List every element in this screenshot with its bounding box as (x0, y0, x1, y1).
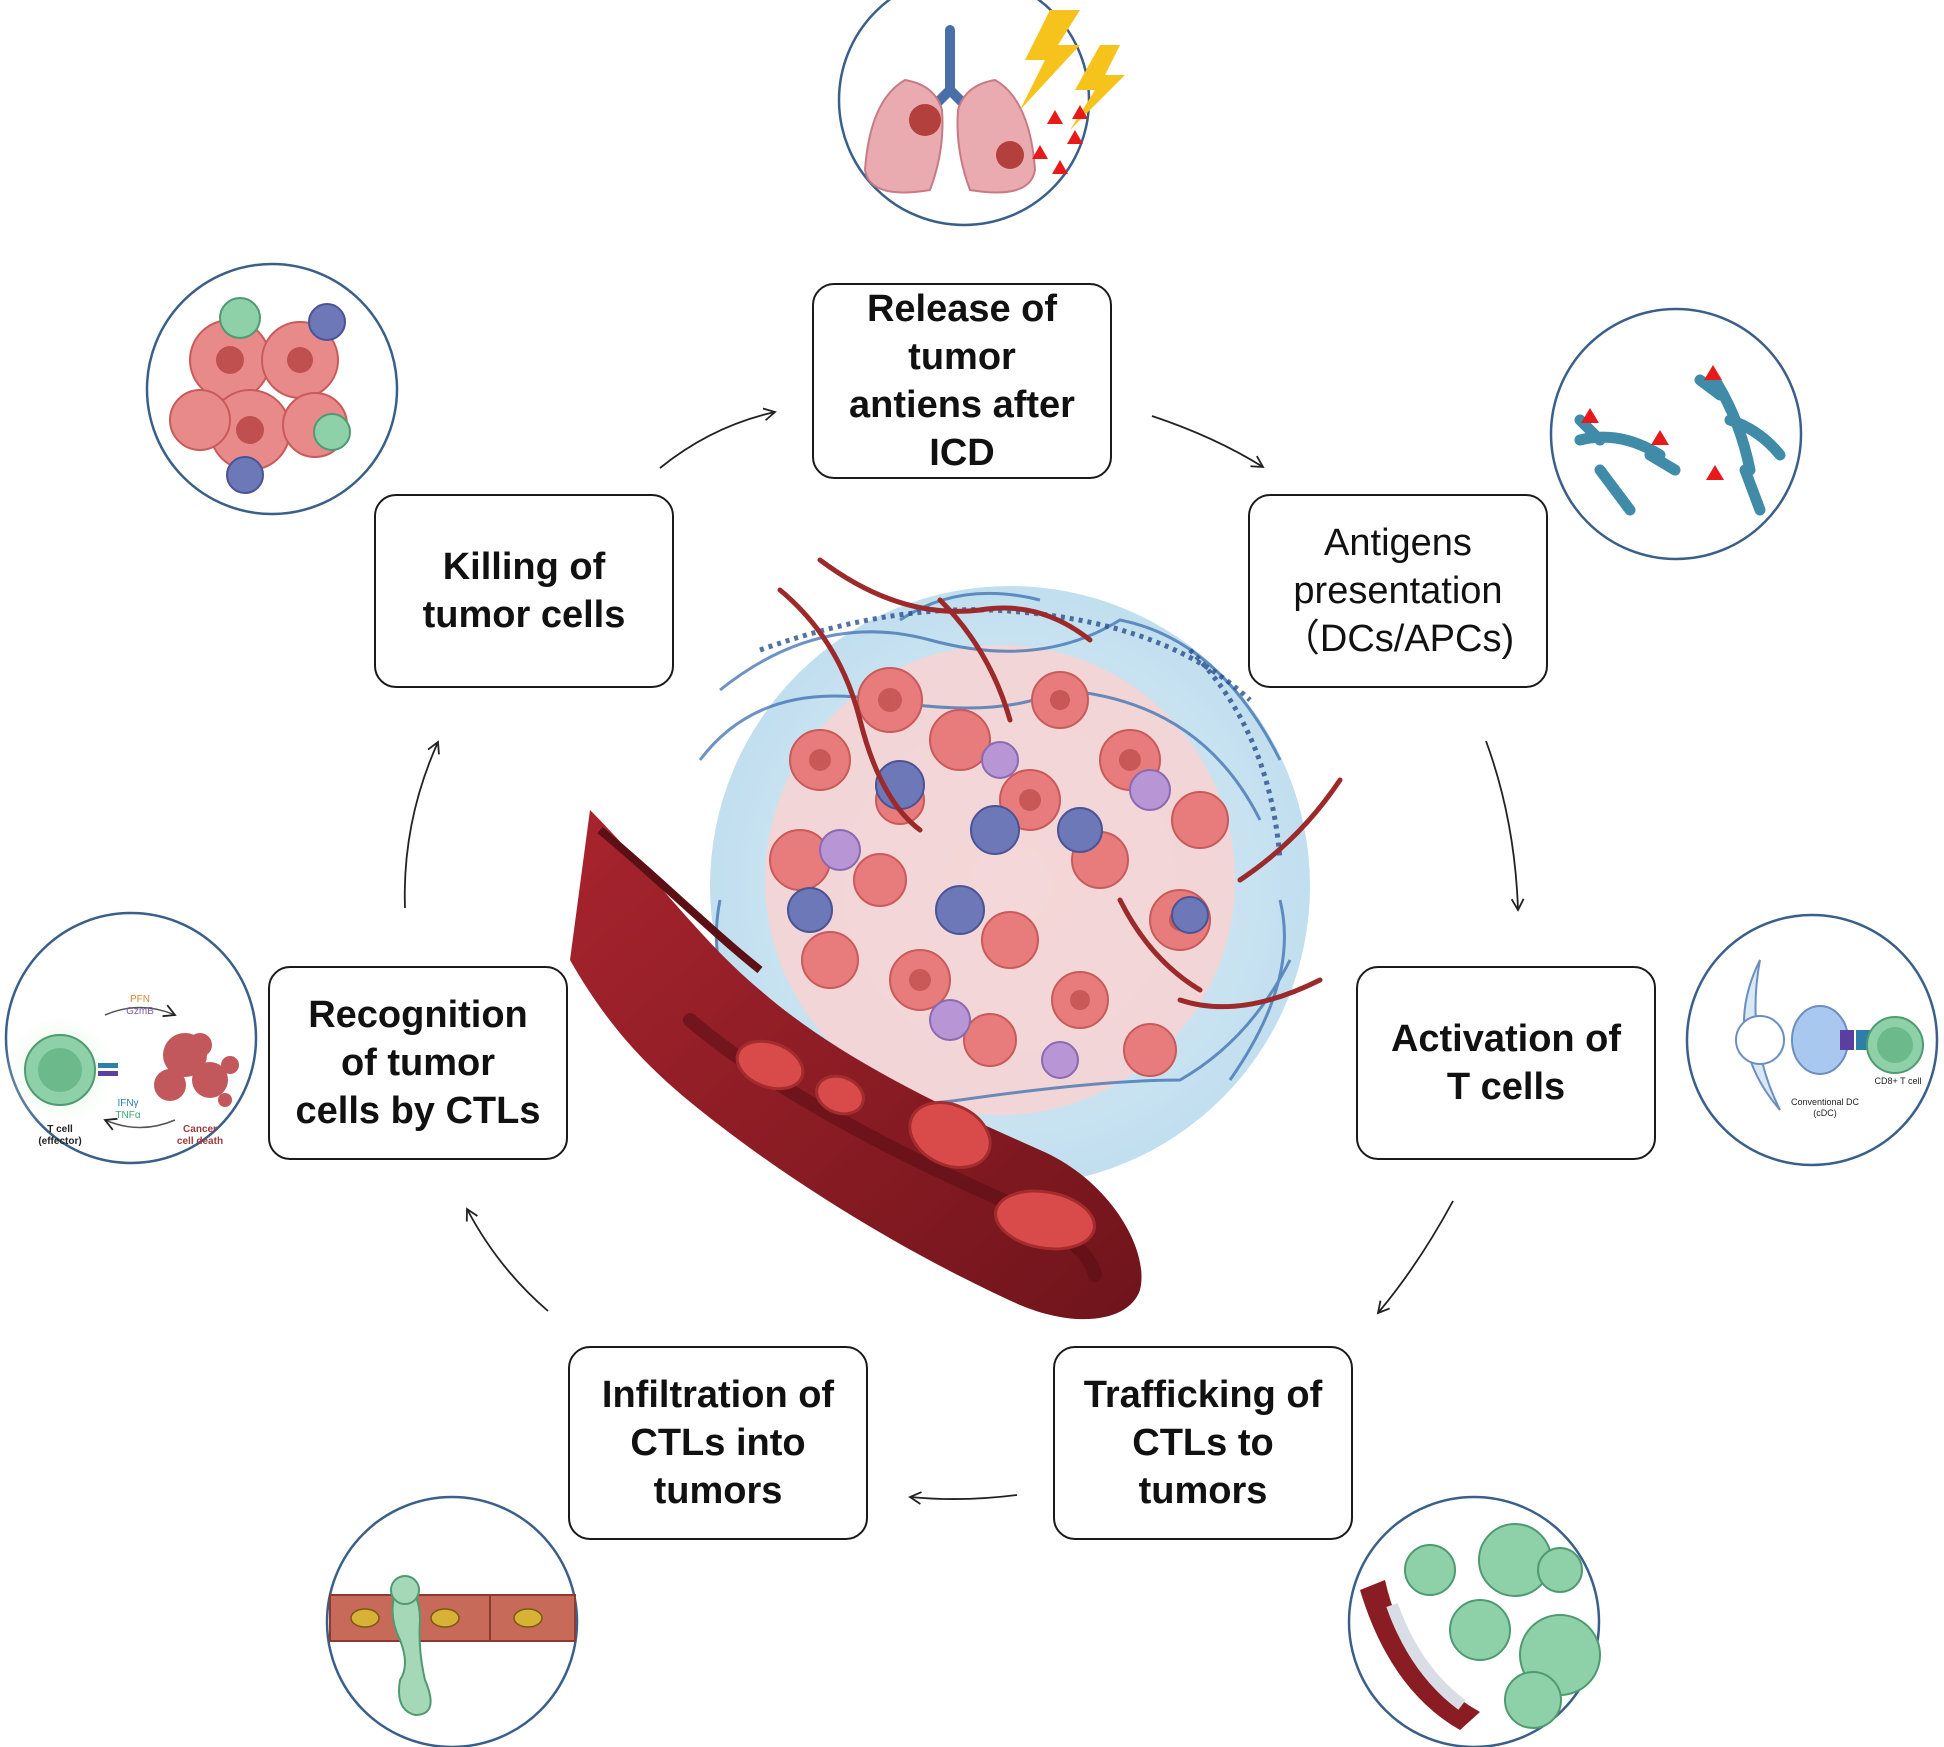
tcell-label: CD8+ T cell (1875, 1076, 1922, 1086)
step-trafficking-line2: CTLs to (1132, 1422, 1274, 1464)
step-release-line1: Release of (866, 288, 1058, 330)
mediator-gzmb: GzmB (126, 1006, 154, 1017)
step-killing-box: Killing of tumor cells (374, 494, 674, 688)
arrow-trafficking-to-infiltration (908, 1491, 1018, 1505)
step-recognition-line1: Recognition (308, 994, 528, 1036)
death-label-line1: Cancer (183, 1124, 217, 1135)
step-trafficking-line3: tumors (1138, 1470, 1268, 1512)
dendritic-cell-icon (1549, 307, 1803, 561)
arrow-activation-to-trafficking (1376, 1200, 1454, 1315)
step-release-line2: tumor (908, 336, 1016, 378)
tumor-microenvironment (570, 557, 1343, 1320)
step-antigen-line3: （DCs/APCs) (1281, 618, 1515, 660)
activation-icon: Conventional DC (cDC) CD8+ T cell (1685, 913, 1939, 1167)
arrow-antigen-to-activation (1485, 740, 1525, 912)
effector-label-line2: (effector) (38, 1136, 81, 1147)
arrow-recognition-to-killing (403, 740, 440, 909)
step-antigen-box: Antigens presentation （DCs/APCs) (1248, 494, 1548, 688)
arrow-infiltration-to-recognition (465, 1207, 549, 1312)
step-trafficking-line1: Trafficking of (1083, 1374, 1323, 1416)
mediator-ifng: IFNγ (117, 1098, 138, 1109)
recognition-icon: PFN GzmB IFNγ TNFα T cell (effector) Can… (0, 911, 258, 1165)
step-infiltration-line3: tumors (653, 1470, 783, 1512)
infiltration-icon (325, 1495, 579, 1747)
lung-icon (837, 0, 1125, 227)
arrow-killing-to-release (659, 407, 777, 469)
step-recognition-line3: cells by CTLs (295, 1090, 541, 1132)
mediator-pfn: PFN (130, 994, 150, 1005)
step-trafficking-box: Trafficking of CTLs to tumors (1053, 1346, 1353, 1540)
step-release-box: Release of tumor antiens after ICD (812, 283, 1112, 479)
step-activation-line2: T cells (1446, 1066, 1566, 1108)
trafficking-icon (1347, 1495, 1601, 1747)
step-killing-line2: tumor cells (422, 594, 626, 636)
step-killing-line1: Killing of (442, 546, 606, 588)
step-infiltration-line1: Infiltration of (601, 1374, 835, 1416)
mediator-tnfa: TNFα (115, 1110, 140, 1121)
step-antigen-line1: Antigens (1324, 522, 1472, 564)
dc-label-line2: (cDC) (1813, 1108, 1837, 1118)
death-label-line2: cell death (177, 1136, 223, 1147)
step-antigen-line2: presentation (1293, 570, 1503, 612)
step-infiltration-line2: CTLs into (630, 1422, 806, 1464)
step-release-line4: ICD (929, 432, 995, 474)
step-recognition-box: Recognition of tumor cells by CTLs (268, 966, 568, 1160)
dc-label-line1: Conventional DC (1791, 1097, 1860, 1107)
step-recognition-line2: of tumor (340, 1042, 496, 1084)
step-infiltration-box: Infiltration of CTLs into tumors (568, 1346, 868, 1540)
step-release-line3: antiens after (849, 384, 1075, 426)
effector-label-line1: T cell (47, 1124, 73, 1135)
tumor-killing-icon (145, 262, 399, 516)
arrow-release-to-antigen (1151, 415, 1265, 468)
cycle-arrows (403, 407, 1525, 1505)
step-activation-box: Activation of T cells (1356, 966, 1656, 1160)
step-activation-line1: Activation of (1390, 1018, 1622, 1060)
